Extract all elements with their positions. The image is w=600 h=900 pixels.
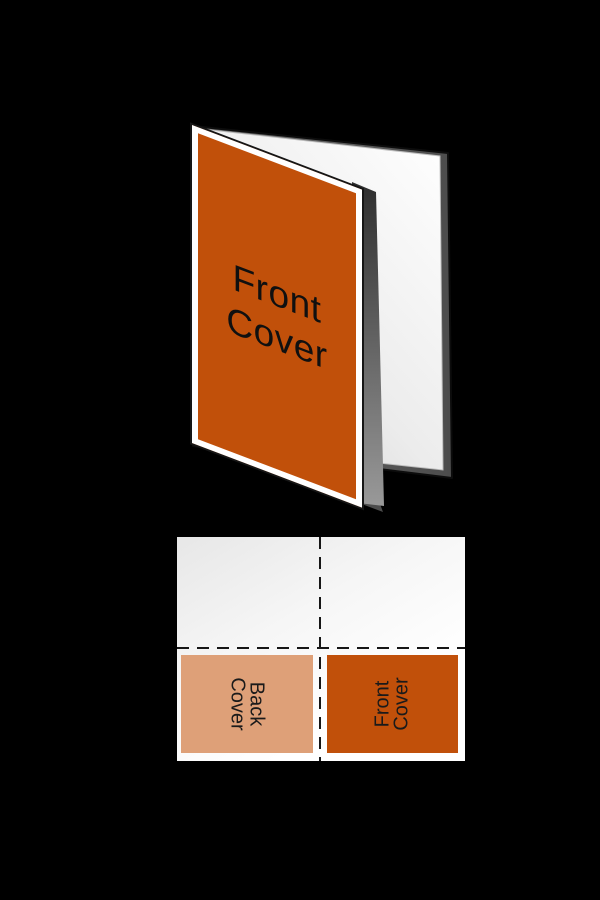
unfolded-sheet: Back Cover Front Cover: [177, 537, 465, 761]
front-cover-label: Front Cover: [371, 677, 413, 731]
front-cover-panel-3d: Front Cover: [192, 125, 362, 508]
front-cover-label-3d: Front Cover: [226, 256, 328, 378]
back-cover-label: Back Cover: [226, 677, 268, 731]
back-cover-area: Back Cover: [181, 655, 313, 753]
fold-line-horizontal: [177, 647, 465, 649]
front-cover-area: Front Cover: [327, 655, 458, 753]
fold-line-vertical: [319, 537, 321, 761]
